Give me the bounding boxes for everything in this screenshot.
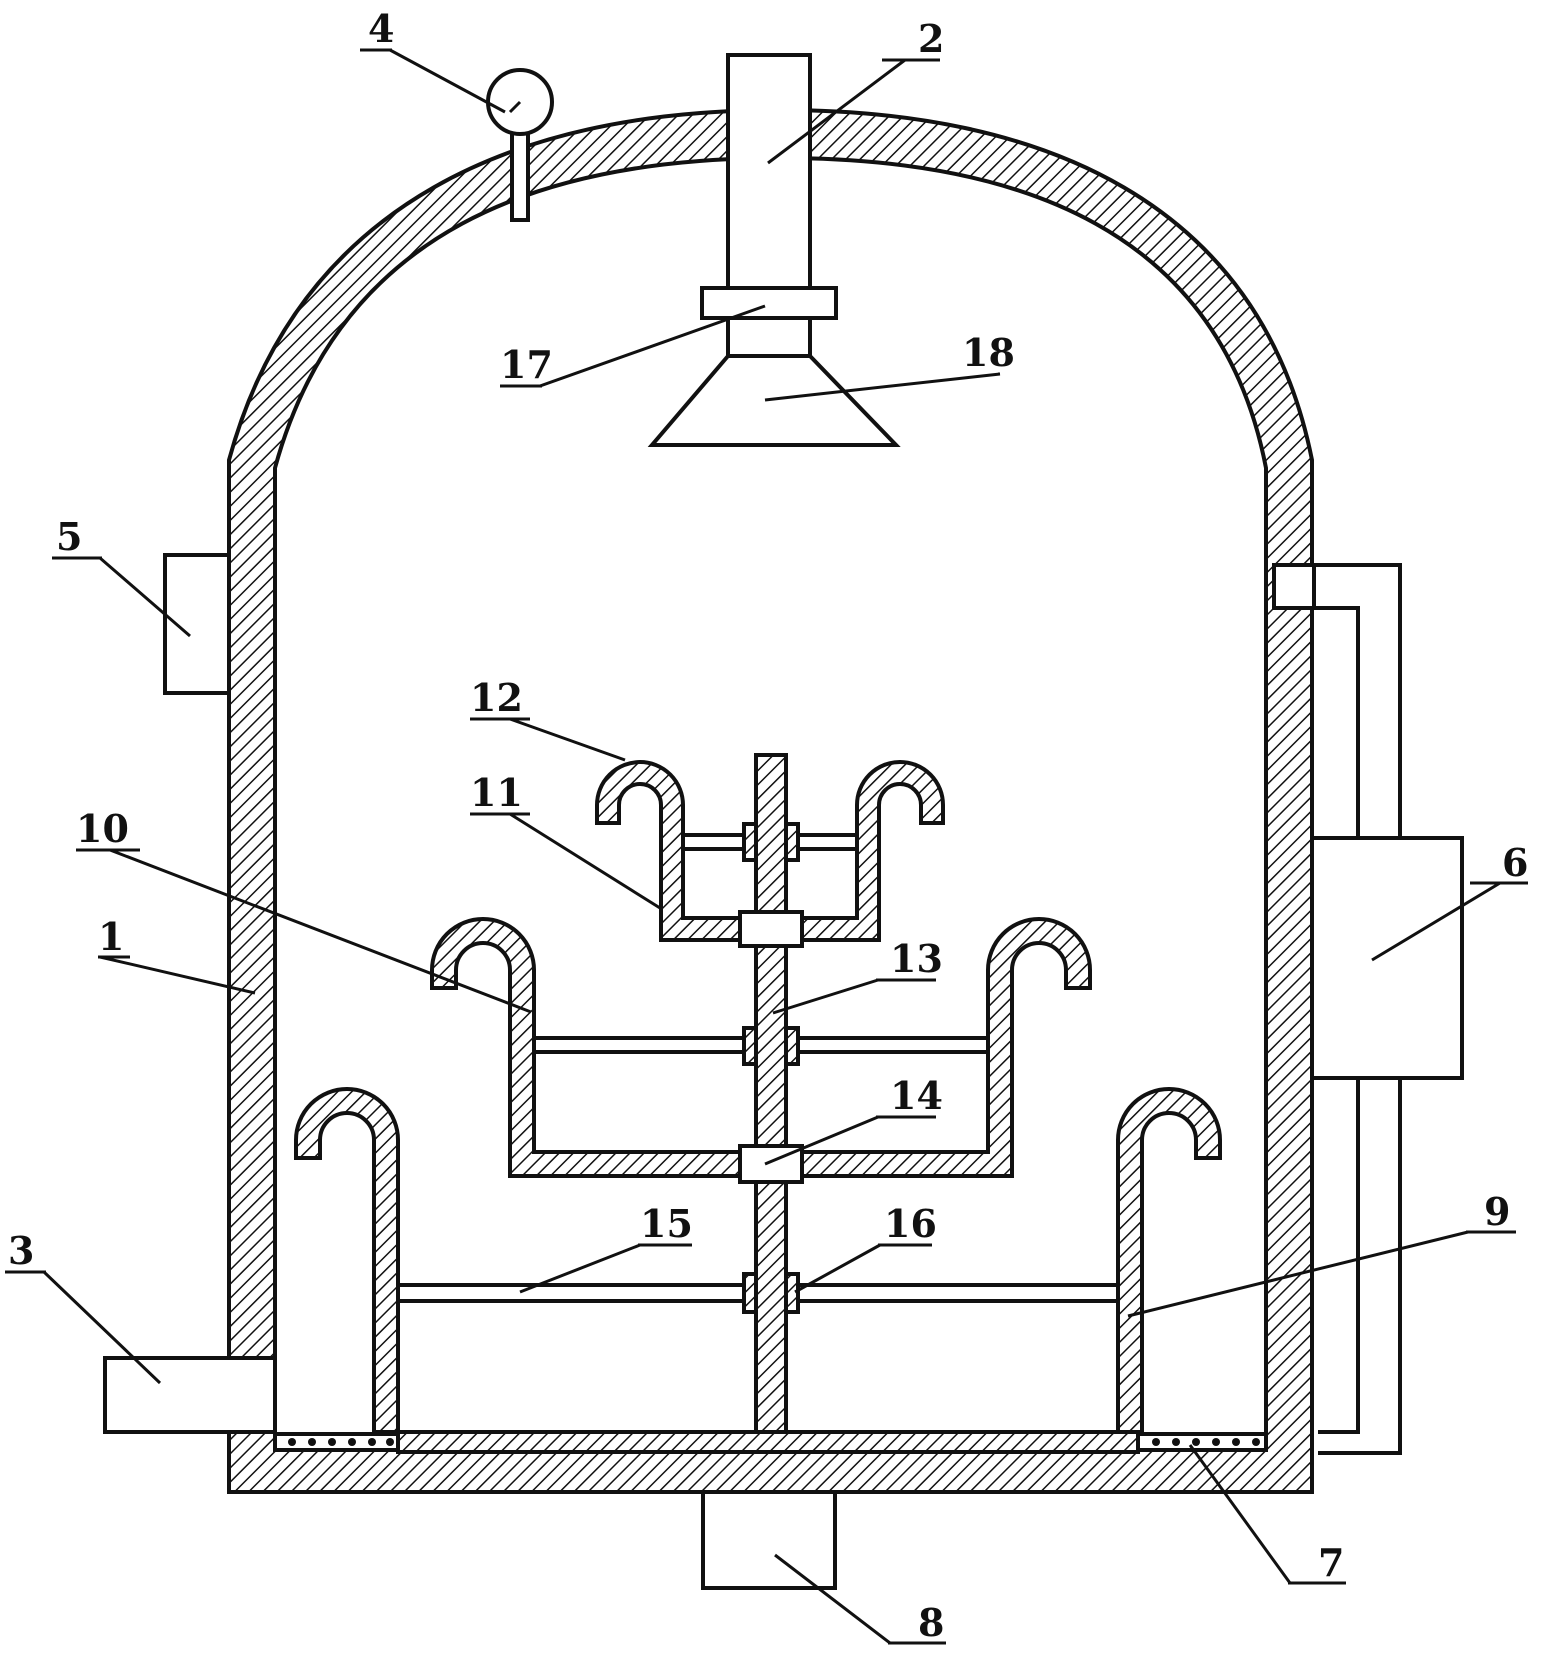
label-18: 18 <box>962 330 1015 375</box>
label-10: 10 <box>76 806 129 851</box>
pipe-stub <box>726 316 812 360</box>
label-13: 13 <box>890 936 943 981</box>
label-12: 12 <box>470 675 523 720</box>
label-2: 2 <box>918 16 944 61</box>
label-1: 1 <box>98 914 124 959</box>
central-shaft <box>754 753 788 1434</box>
label-11: 11 <box>470 770 523 815</box>
pipe-collar <box>700 286 838 320</box>
middle-support-bars <box>532 1026 990 1066</box>
label-7: 7 <box>1318 1540 1344 1585</box>
middle-tier-tray <box>430 917 1092 1178</box>
label-6: 6 <box>1502 840 1528 885</box>
bottom-left-outlet <box>103 1356 277 1434</box>
label-4: 4 <box>368 6 394 51</box>
label-16: 16 <box>884 1201 937 1246</box>
pump-box <box>1310 836 1464 1080</box>
label-8: 8 <box>918 1600 944 1645</box>
label-14: 14 <box>890 1073 943 1118</box>
label-9: 9 <box>1484 1189 1510 1234</box>
leader-lines <box>5 48 1528 1645</box>
inner-bottom-plate <box>396 1430 1140 1454</box>
top-support-bars <box>681 822 859 862</box>
top-tier-cup <box>595 760 945 942</box>
bottom-filter-layer <box>273 1432 1268 1452</box>
bottom-tier-tray <box>294 1087 1222 1434</box>
bottom-shaft-clips <box>742 1272 800 1314</box>
top-feed-pipe <box>726 53 812 292</box>
label-15: 15 <box>640 1201 693 1246</box>
label-5: 5 <box>56 514 82 559</box>
top-coupling <box>738 910 804 948</box>
label-17: 17 <box>500 342 553 387</box>
label-3: 3 <box>8 1228 34 1273</box>
pressure-gauge <box>486 68 554 222</box>
bottom-outlet <box>701 1490 837 1590</box>
